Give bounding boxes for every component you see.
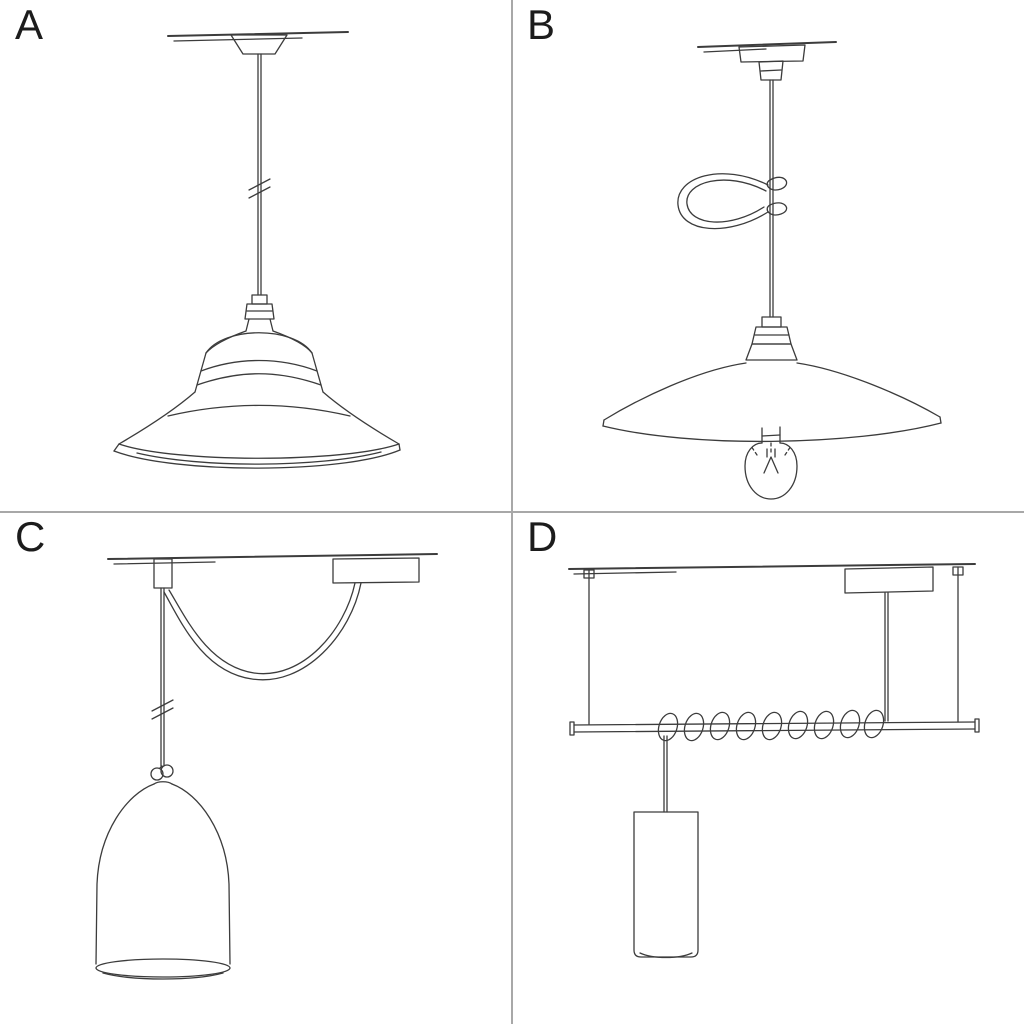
industrial-shade [113, 330, 401, 469]
ceiling-line [568, 563, 976, 575]
coiled-cord [657, 709, 885, 742]
cord [884, 592, 889, 722]
pendant-lamp-c-drawing [95, 553, 438, 980]
flat-saucer-shade [602, 362, 942, 443]
pendant-lamp-a-drawing [113, 31, 401, 469]
swag-loop [677, 173, 788, 230]
panel-b-label: B [527, 1, 557, 48]
cord-knot [150, 764, 174, 781]
panel-c-label: C [15, 513, 47, 560]
ceiling-line [167, 31, 349, 42]
drop-cord [151, 587, 174, 767]
ceiling-line [697, 41, 837, 53]
grid-divider-horizontal [0, 511, 1024, 513]
pendant-lamp-d-drawing [568, 563, 980, 959]
cord [248, 53, 271, 296]
panel-c: C [0, 512, 512, 1024]
ceiling-line [107, 553, 438, 565]
drop-cord [663, 735, 668, 813]
suspension-cables [583, 566, 964, 725]
ceiling-rose-box [332, 557, 420, 584]
horizontal-bar [569, 718, 980, 736]
swag-cord [163, 582, 362, 681]
panel-d: D [512, 512, 1024, 1024]
panel-b: B [512, 0, 1024, 512]
swag-hook [153, 558, 173, 589]
ceiling-rose [738, 44, 806, 81]
ceiling-rose [230, 34, 288, 55]
panel-a-label: A [15, 1, 45, 48]
ceiling-rose-box [844, 566, 934, 594]
pendant-lamp-b-drawing [602, 41, 942, 500]
bell-shade [95, 781, 231, 980]
panel-a: A [0, 0, 512, 512]
lamp-socket [745, 316, 798, 361]
panel-d-label: D [527, 513, 559, 560]
bulb-filament-rays [750, 441, 792, 456]
edison-bulb [744, 426, 798, 500]
cord [769, 79, 774, 318]
lamp-socket [244, 294, 275, 332]
tube-shade [633, 811, 699, 959]
